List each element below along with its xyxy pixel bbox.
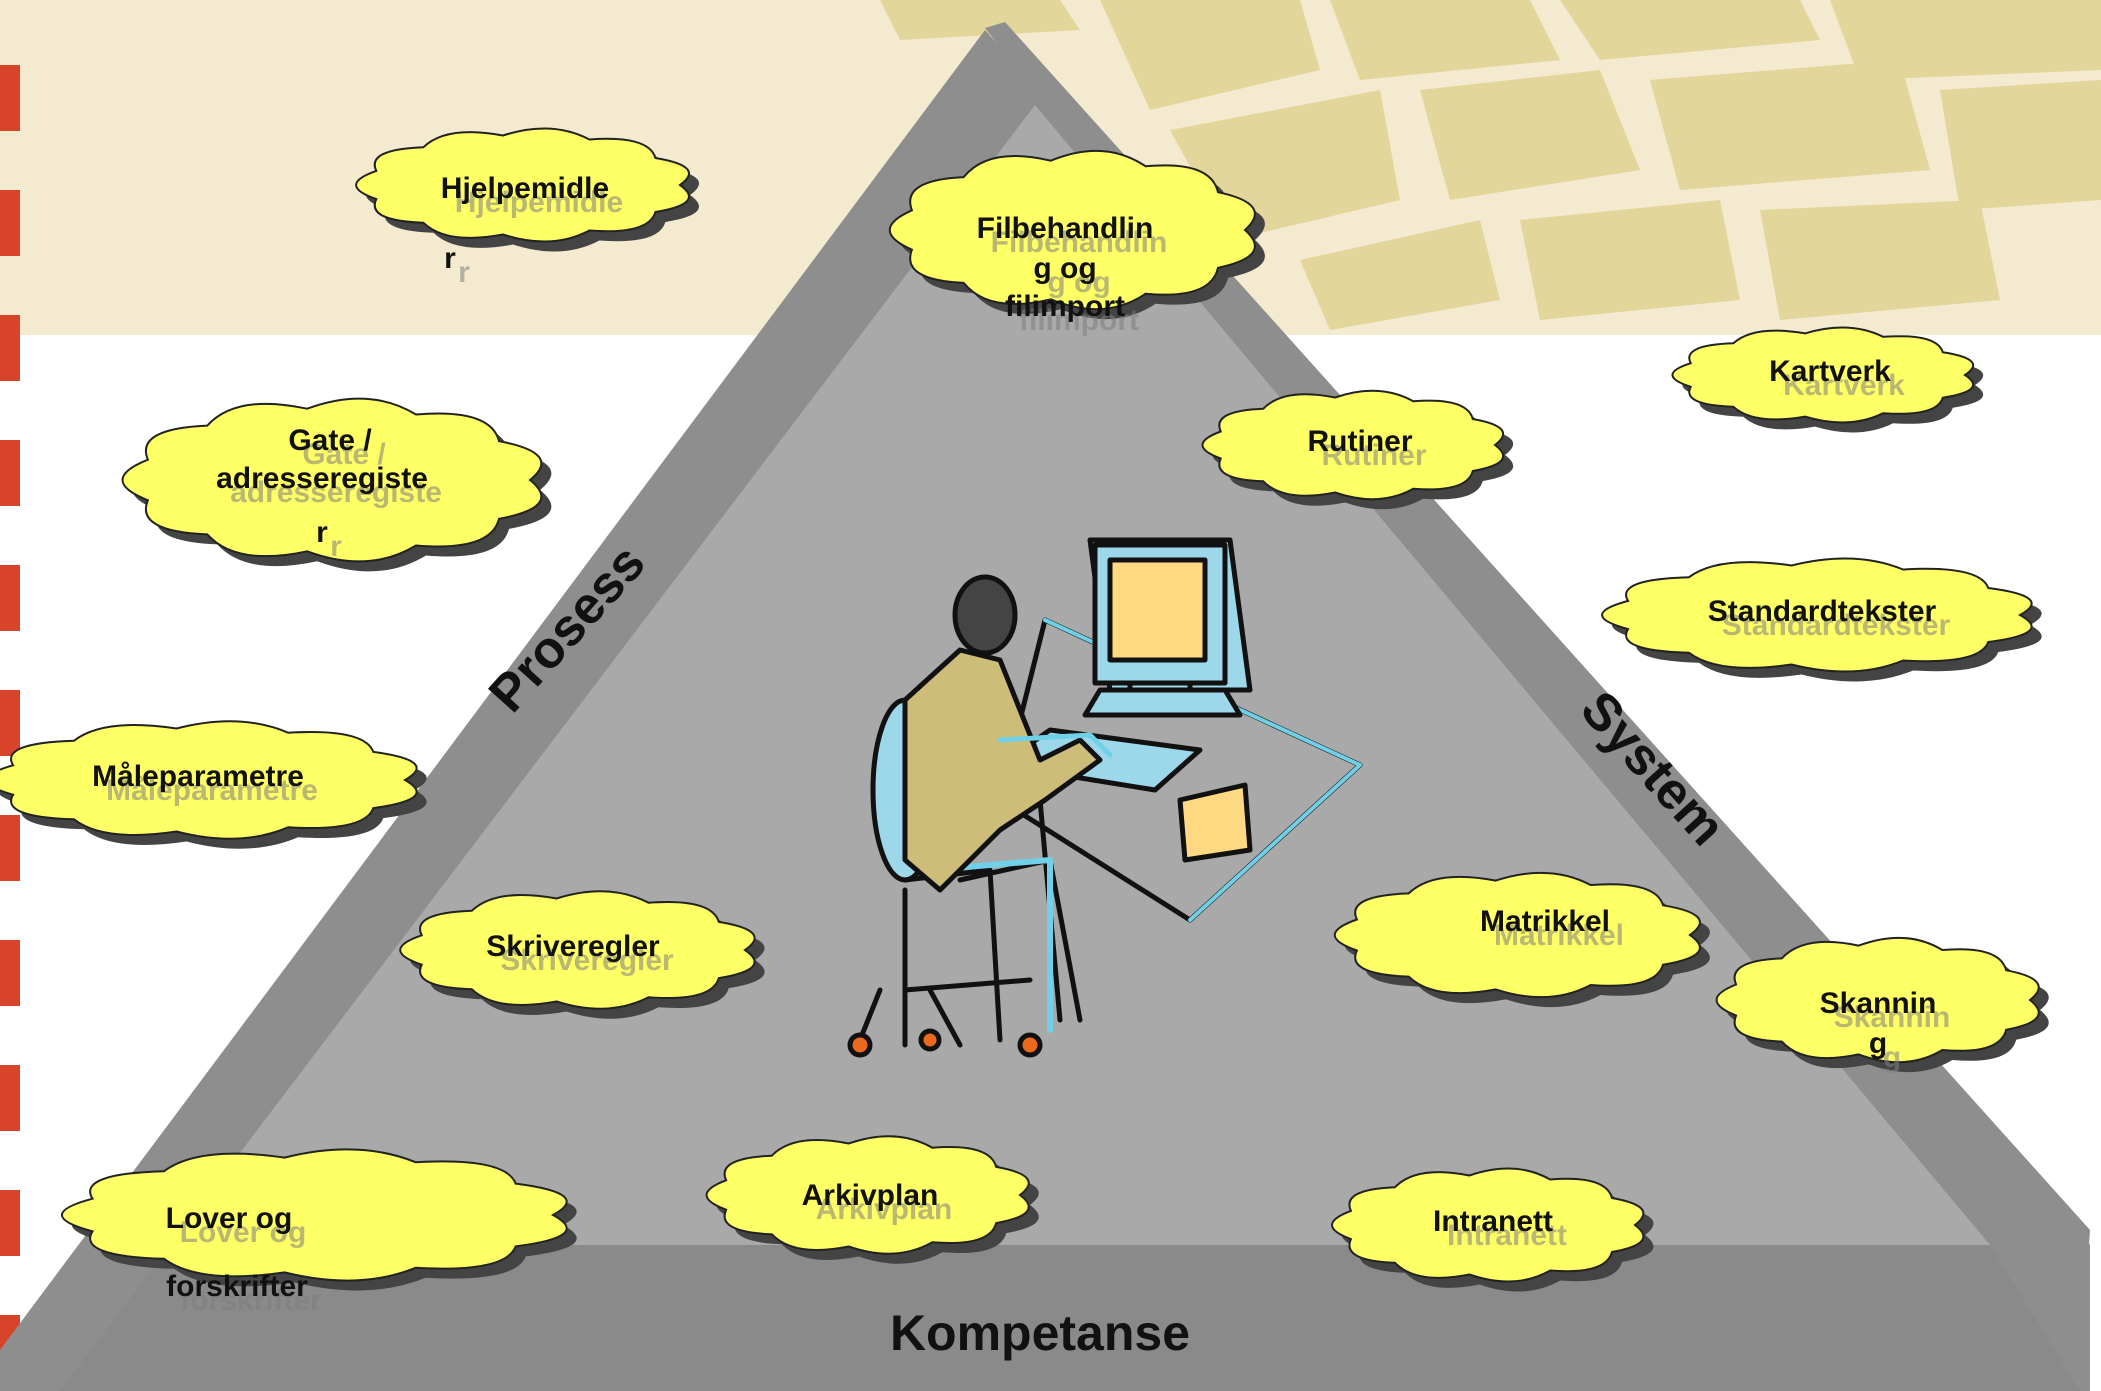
cloud-label: Standardtekster — [1708, 595, 1937, 628]
cloud-label-shadow: r — [458, 256, 470, 289]
map-tile — [1420, 70, 1640, 200]
cloud-shape — [1331, 1167, 1645, 1283]
cloud-shape — [60, 1148, 568, 1282]
map-tile — [1330, 0, 1560, 80]
cloud-label: Skannin — [1820, 987, 1937, 1020]
cloud-label-shadow: Arkivplan — [816, 1193, 953, 1226]
dash-segment — [0, 65, 20, 131]
cloud-label: Måleparametre — [92, 760, 304, 793]
cloud-shape — [1334, 871, 1701, 999]
cloud-label-shadow: Gate / — [302, 438, 386, 471]
dash-segment — [0, 940, 20, 1006]
cloud-label-shadow: filimport — [1019, 304, 1139, 337]
dash-segment — [0, 1190, 20, 1256]
cloud-label-shadow: Matrikkel — [1494, 919, 1624, 952]
cloud-label-shadow: Intranett — [1447, 1219, 1567, 1252]
cloud-label-shadow: Lover og — [180, 1216, 307, 1249]
cloud-shape — [1715, 936, 2040, 1064]
dash-segment — [0, 690, 20, 756]
cloud-label: forskrifter — [166, 1270, 308, 1303]
cloud-label-shadow: Måleparametre — [106, 774, 318, 807]
cloud-label-shadow: forskrifter — [180, 1284, 322, 1317]
cloud-shape — [399, 890, 756, 1010]
map-tile — [880, 0, 1080, 40]
side-label-kompetanse: Kompetanse — [890, 1305, 1190, 1361]
dash-segment — [0, 190, 20, 256]
dash-segment — [0, 815, 20, 881]
cloud-label-shadow: Rutiner — [1322, 439, 1427, 472]
cloud-label-shadow: adresseregiste — [230, 476, 442, 509]
cloud-label: Arkivplan — [802, 1179, 939, 1212]
cloud-label: filimport — [1005, 290, 1125, 323]
cloud-label: Lover og — [166, 1202, 293, 1235]
cloud-label: adresseregiste — [216, 462, 428, 495]
cloud-label-shadow: g — [1883, 1041, 1901, 1074]
cloud-shape — [1601, 557, 2033, 673]
cloud-label-shadow: Standardtekster — [1722, 609, 1951, 642]
cloud-shape — [705, 1135, 1030, 1255]
cloud-label: g — [1869, 1027, 1887, 1060]
dash-segment — [0, 1065, 20, 1131]
map-tile — [1520, 200, 1740, 320]
map-tile — [1760, 200, 2000, 320]
cloud-label-shadow: Skriveregler — [500, 944, 674, 977]
cloud-shape — [889, 149, 1256, 311]
pyramid-base-band — [60, 1245, 2080, 1391]
cloud-label: Intranett — [1433, 1205, 1553, 1238]
dash-segment — [0, 565, 20, 631]
map-tile — [1300, 220, 1500, 330]
dash-segment — [0, 440, 20, 506]
cloud-shape — [1201, 389, 1505, 501]
cloud-label: Gate / — [288, 424, 372, 457]
cloud-label-shadow: Filbehandlin — [991, 226, 1168, 259]
cloud-shape — [121, 397, 543, 563]
cloud-label-shadow: g og — [1047, 266, 1110, 299]
cloud-gate: Gate /Gate /adresseregisteadresseregiste… — [121, 397, 552, 572]
map-tile — [1940, 80, 2101, 210]
cloud-label-shadow: r — [330, 530, 342, 563]
map-tile — [1560, 0, 1820, 60]
cloud-label: r — [316, 516, 328, 549]
cloud-label: Filbehandlin — [977, 212, 1154, 245]
cloud-label: Hjelpemidle — [441, 172, 609, 205]
map-tile — [1830, 0, 2101, 80]
cloud-label: Rutiner — [1308, 425, 1413, 458]
cloud-label-shadow: Kartverk — [1783, 369, 1905, 402]
cloud-label: g og — [1033, 252, 1096, 285]
cloud-label: r — [444, 242, 456, 275]
person-at-computer-icon — [847, 537, 1363, 1058]
cloud-label: Matrikkel — [1480, 905, 1610, 938]
cloud-label-shadow: Hjelpemidle — [455, 186, 623, 219]
cloud-shape — [355, 127, 690, 243]
dash-segment — [0, 315, 20, 381]
cloud-label-shadow: Skannin — [1834, 1001, 1951, 1034]
cloud-shape — [1671, 326, 1975, 424]
cloud-label: Skriveregler — [486, 930, 660, 963]
cloud-label: Kartverk — [1769, 355, 1891, 388]
cloud-shape — [0, 720, 418, 840]
map-tile — [1650, 60, 1930, 190]
map-tile — [1100, 0, 1320, 110]
